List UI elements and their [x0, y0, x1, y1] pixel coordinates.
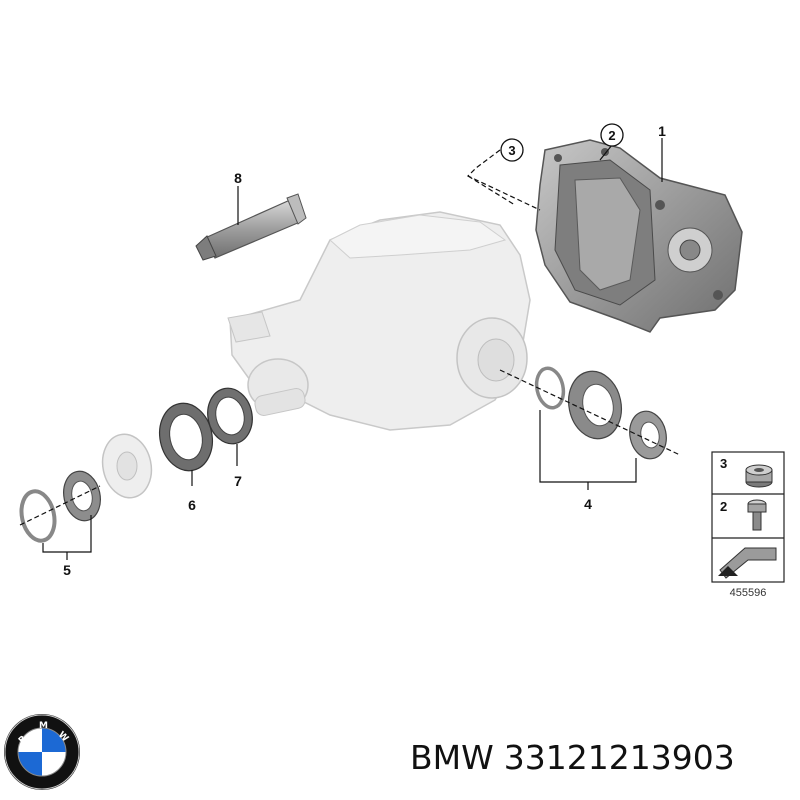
arrow-icon: [718, 547, 777, 579]
part-4-small-seal: [629, 410, 667, 460]
callout-6: 6: [188, 497, 196, 513]
leader-lines: [19, 138, 681, 560]
callouts: 3 2 1 8 6 7 5 4: [63, 123, 666, 578]
callout-8: 8: [234, 170, 242, 186]
legend-item-bottom: 2: [720, 499, 727, 514]
bmw-logo: B M W: [4, 714, 80, 790]
differential-housing-ghost: [227, 211, 531, 431]
callout-circle-3: [500, 138, 524, 162]
callout-circle-2: [600, 123, 624, 147]
legend-box: 3 2 455596: [711, 451, 785, 599]
part-7-seal: [207, 387, 253, 445]
part-6-seal: [159, 402, 213, 472]
part-4-seal: [568, 370, 622, 440]
callout-2: 2: [608, 128, 615, 143]
plug-screw-icon: [745, 464, 773, 488]
part-5-seal: [63, 470, 101, 522]
part-4-ring: [534, 366, 566, 410]
callout-7: 7: [234, 473, 242, 489]
caption-brand: BMW: [410, 738, 494, 777]
reference-number: 455596: [730, 587, 767, 599]
callout-3: 3: [508, 143, 515, 158]
flange-ghost: [101, 433, 153, 499]
caption-part-number: 33121213903: [503, 738, 735, 777]
part-8-sealant-tube: [195, 193, 307, 261]
part-5-ring: [19, 489, 57, 543]
bolt-icon: [747, 499, 767, 531]
callout-5: 5: [63, 562, 71, 578]
legend-item-top: 3: [720, 456, 727, 471]
callout-1: 1: [658, 123, 666, 139]
callout-4: 4: [584, 496, 592, 512]
part-1-cover: [535, 139, 743, 333]
svg-text:M: M: [39, 721, 48, 731]
